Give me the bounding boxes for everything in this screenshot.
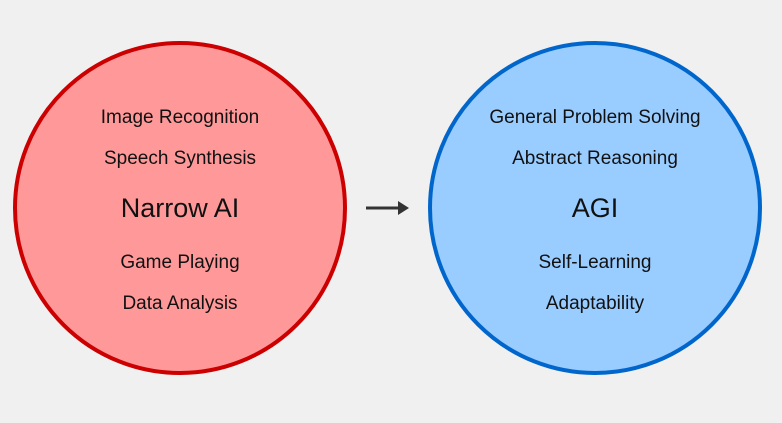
narrow-ai-circle xyxy=(13,41,347,375)
agi-title: AGI xyxy=(571,193,619,223)
agi-circle xyxy=(428,41,762,375)
agi-item-general-problem-solving: General Problem Solving xyxy=(489,107,701,128)
narrow-ai-item-data-analysis: Data Analysis xyxy=(122,293,238,314)
agi-item-abstract-reasoning: Abstract Reasoning xyxy=(512,148,678,169)
agi-item-adaptability: Adaptability xyxy=(545,293,645,314)
arrow-head xyxy=(398,201,409,215)
right-arrow-icon xyxy=(366,201,409,215)
agi-item-self-learning: Self-Learning xyxy=(538,252,652,273)
narrow-ai-item-game-playing: Game Playing xyxy=(120,252,240,273)
narrow-ai-title: Narrow AI xyxy=(120,193,240,223)
narrow-ai-item-image-recognition: Image Recognition xyxy=(100,107,260,128)
narrow-ai-item-speech-synthesis: Speech Synthesis xyxy=(103,148,257,169)
